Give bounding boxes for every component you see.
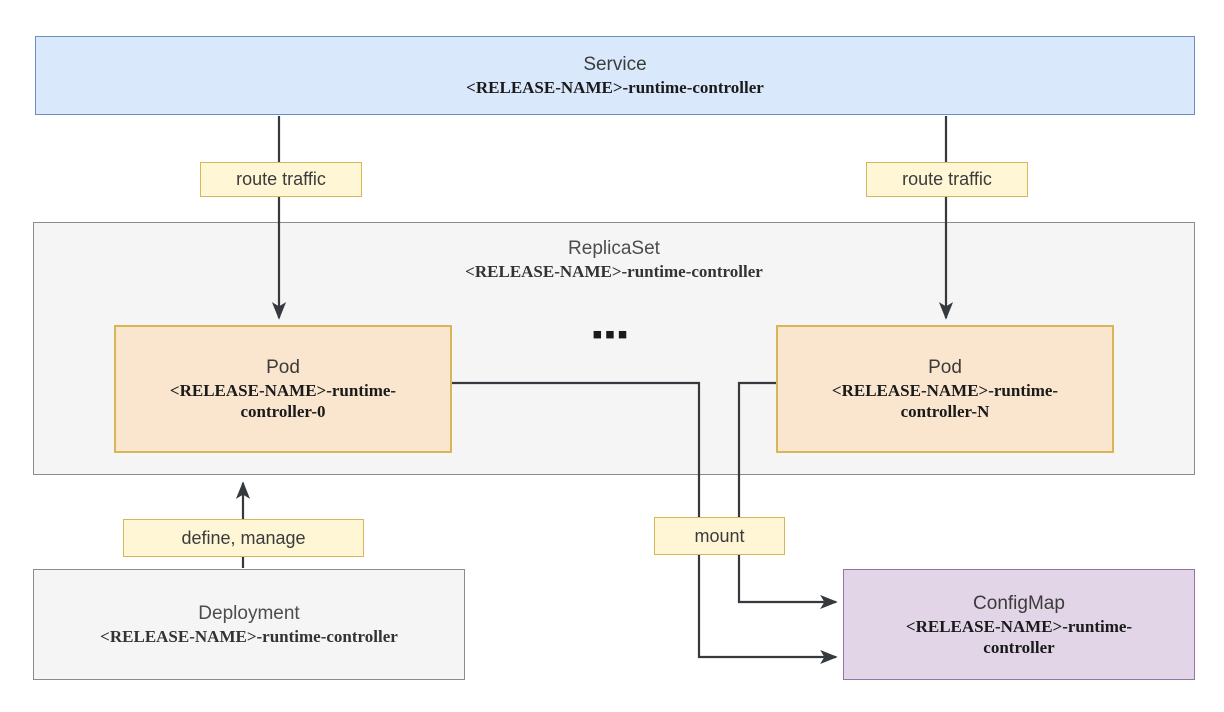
- node-service[interactable]: Service <RELEASE-NAME>-runtime-controlle…: [35, 36, 1195, 115]
- pod-left-kind-label: Pod: [266, 357, 300, 378]
- pod-right-name-label: <RELEASE-NAME>-runtime-controller-N: [831, 381, 1059, 421]
- replicaset-name-label: <RELEASE-NAME>-runtime-controller: [465, 262, 763, 281]
- service-name-label: <RELEASE-NAME>-runtime-controller: [466, 78, 764, 97]
- service-kind-label: Service: [583, 54, 647, 75]
- edge-label-define-manage[interactable]: define, manage: [123, 519, 364, 557]
- edge-label-route-traffic-left[interactable]: route traffic: [200, 162, 362, 197]
- edge-label-route-traffic-right[interactable]: route traffic: [866, 162, 1028, 197]
- configmap-name-label: <RELEASE-NAME>-runtime-controller: [905, 616, 1133, 657]
- pod-right-kind-label: Pod: [928, 357, 962, 378]
- replicaset-kind-label: ReplicaSet: [568, 238, 660, 259]
- deployment-kind-label: Deployment: [198, 603, 300, 624]
- deployment-name-label: <RELEASE-NAME>-runtime-controller: [100, 627, 398, 646]
- node-deployment[interactable]: Deployment <RELEASE-NAME>-runtime-contro…: [33, 569, 465, 680]
- node-pod-right[interactable]: Pod <RELEASE-NAME>-runtime-controller-N: [776, 325, 1114, 453]
- edge-pod-right-to-configmap: [737, 381, 838, 610]
- configmap-kind-label: ConfigMap: [973, 592, 1065, 614]
- pod-ellipsis-indicator: ▪▪▪: [592, 318, 630, 351]
- pod-left-name-label: <RELEASE-NAME>-runtime-controller-0: [169, 381, 397, 421]
- node-pod-left[interactable]: Pod <RELEASE-NAME>-runtime-controller-0: [114, 325, 452, 453]
- node-configmap[interactable]: ConfigMap <RELEASE-NAME>-runtime-control…: [843, 569, 1195, 680]
- edge-label-mount[interactable]: mount: [654, 517, 785, 555]
